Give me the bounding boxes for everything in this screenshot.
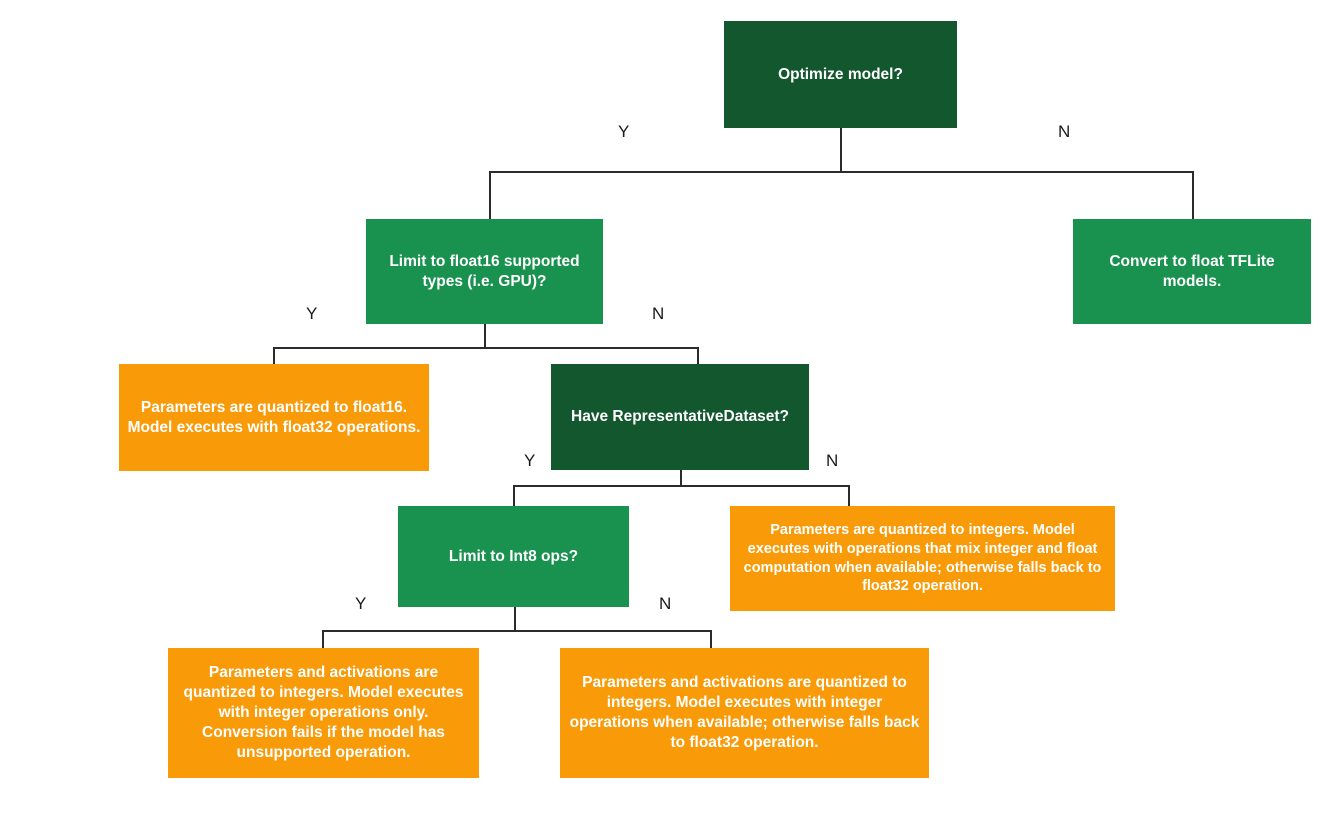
edge-repdataset-stem xyxy=(680,470,682,486)
branch-label-level1-yes: Y xyxy=(618,122,630,141)
branch-label-level2-yes: Y xyxy=(306,304,318,323)
branch-label-level2-no: N xyxy=(652,304,665,323)
branch-label-level4-yes: Y xyxy=(355,594,367,613)
edge-level4-no-drop xyxy=(710,630,712,649)
node-limit-to-int8-ops[interactable]: Limit to Int8 ops? xyxy=(398,506,629,607)
edge-level1-yes-drop xyxy=(489,171,491,220)
edge-level1-bar xyxy=(489,171,1194,173)
node-dynamic-range-quantization-result[interactable]: Parameters are quantized to integers. Mo… xyxy=(730,506,1115,611)
edge-level2-yes-drop xyxy=(273,347,275,365)
node-integer-with-float-fallback-result[interactable]: Parameters and activations are quantized… xyxy=(560,648,929,778)
node-optimize-model[interactable]: Optimize model? xyxy=(724,21,957,128)
edge-level4-bar xyxy=(322,630,711,632)
edge-float16-stem xyxy=(484,324,486,348)
edge-level4-yes-drop xyxy=(322,630,324,649)
branch-label-level4-no: N xyxy=(659,594,672,613)
branch-label-level3-yes: Y xyxy=(524,451,536,470)
node-have-representative-dataset[interactable]: Have RepresentativeDataset? xyxy=(551,364,809,470)
edge-level3-yes-drop xyxy=(513,485,515,507)
node-integer-only-quantization-result[interactable]: Parameters and activations are quantized… xyxy=(168,648,479,778)
branch-label-level1-no: N xyxy=(1058,122,1071,141)
edge-level3-bar xyxy=(513,485,849,487)
branch-label-level3-no: N xyxy=(826,451,839,470)
node-convert-to-float-tflite[interactable]: Convert to float TFLite models. xyxy=(1073,219,1311,324)
edge-level2-no-drop xyxy=(697,347,699,365)
edge-level1-no-drop xyxy=(1192,171,1194,220)
edge-level2-bar xyxy=(273,347,698,349)
edge-optimize-stem xyxy=(840,128,842,173)
node-float16-quantization-result[interactable]: Parameters are quantized to float16. Mod… xyxy=(119,364,429,471)
edge-int8ops-stem xyxy=(514,607,516,631)
edge-level3-no-drop xyxy=(848,485,850,507)
node-limit-to-float16[interactable]: Limit to float16 supported types (i.e. G… xyxy=(366,219,603,324)
